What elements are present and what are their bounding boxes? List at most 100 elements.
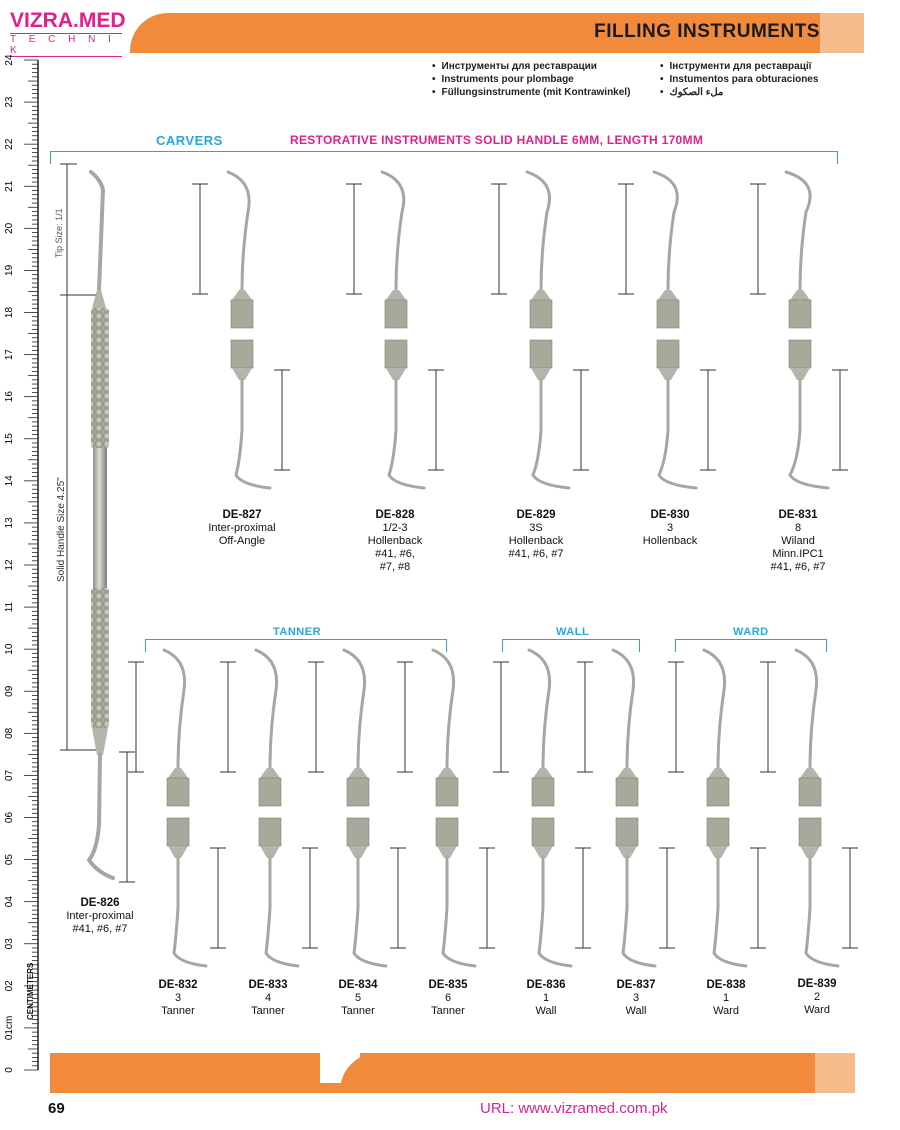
product-code: DE-835 <box>428 979 468 991</box>
instrument-handle-end <box>384 339 408 369</box>
instrument-caption-de-835: DE-835 6 Tanner <box>403 979 493 1018</box>
instrument-handle-end <box>346 777 370 807</box>
language-line: Instruments pour plombage <box>432 73 630 86</box>
product-detail: Ward <box>713 1005 739 1017</box>
instrument-caption-de-836: DE-836 1 Wall <box>501 979 591 1018</box>
ruler-label: 20 <box>4 222 15 234</box>
website-url: URL: www.vizramed.com.pk <box>480 1100 668 1117</box>
ruler-label: 04 <box>4 896 15 908</box>
ruler-label: 17 <box>4 349 15 361</box>
ruler-label: 02 <box>4 980 15 992</box>
product-detail: #41, #6, #7 <box>770 561 826 573</box>
instrument-handle-end <box>435 817 459 847</box>
product-code: DE-838 <box>706 979 746 991</box>
instrument-handle-end <box>230 299 254 329</box>
carvers-bracket <box>50 151 838 164</box>
footer-band-right <box>340 1053 815 1093</box>
product-detail: 3 <box>632 992 640 1004</box>
instrument-caption-de-838: DE-838 1 Ward <box>681 979 771 1018</box>
instrument-cone <box>790 290 810 300</box>
instrument-handle-end <box>798 817 822 847</box>
ruler-label: 14 <box>4 475 15 487</box>
ruler-label: 06 <box>4 812 15 824</box>
instrument-tip <box>234 378 272 490</box>
product-detail: 5 <box>354 992 362 1004</box>
instrument-tip <box>254 648 279 770</box>
instrument-handle-end <box>706 777 730 807</box>
product-detail: Wall <box>535 1005 557 1017</box>
product-detail: 1 <box>722 992 730 1004</box>
instrument-cone <box>437 768 457 778</box>
instrument-tip <box>657 378 698 490</box>
product-code: DE-826 <box>80 897 120 909</box>
ruler-label: 0 <box>4 1067 15 1073</box>
product-detail: Tanner <box>251 1005 285 1017</box>
product-code: DE-827 <box>222 509 262 521</box>
product-detail: Tanner <box>341 1005 375 1017</box>
instrument-caption-de-828: DE-828 1/2-3 Hollenback #41, #6, #7, #8 <box>350 509 440 574</box>
instrument-handle-end <box>615 817 639 847</box>
instrument-cone <box>531 290 551 300</box>
instrument-handle-end <box>346 817 370 847</box>
instrument-cone <box>800 768 820 778</box>
ruler-label: 15 <box>4 433 15 445</box>
instrument-cone <box>260 846 280 858</box>
product-detail: Ward <box>804 1004 830 1016</box>
section-label-carvers: CARVERS <box>152 133 227 148</box>
instrument-handle-end <box>798 777 822 807</box>
instrument-handle-end <box>258 777 282 807</box>
instrument-tip <box>788 378 830 490</box>
instrument-cone <box>232 290 252 300</box>
ruler-label: 12 <box>4 559 15 571</box>
ruler-label: 24 <box>4 55 15 66</box>
instrument-cone <box>658 368 678 380</box>
instrument-cone <box>658 290 678 300</box>
product-detail: Hollenback <box>642 535 698 547</box>
section-label-ward: WARD <box>730 626 772 638</box>
product-code: DE-837 <box>616 979 656 991</box>
instrument-caption-de-830: DE-830 3 Hollenback <box>625 509 715 548</box>
product-detail: 2 <box>813 991 821 1003</box>
instrument-caption-de-827: DE-827 Inter-proximal Off-Angle <box>197 509 287 548</box>
instrument-tip <box>342 648 367 770</box>
instrument-tip <box>380 170 406 292</box>
ruler-label: 11 <box>4 601 15 612</box>
product-code: DE-839 <box>797 978 837 990</box>
main-instrument-illustration <box>60 163 135 883</box>
product-detail: 6 <box>444 992 452 1004</box>
product-detail: 3 <box>174 992 182 1004</box>
instrument-tip <box>352 856 388 968</box>
instrument-tip <box>611 648 636 770</box>
instrument-tip <box>537 856 573 968</box>
language-line: Инструменты для реставрации <box>432 60 630 73</box>
instrument-handle-end <box>788 299 812 329</box>
language-line: Instumentos para obturaciones <box>660 73 819 86</box>
ward-bracket <box>675 639 827 652</box>
language-list-right: Інструменти для реставрації Instumentos … <box>660 60 819 99</box>
instrument-caption-de-831: DE-831 8 Wiland Minn.IPC1 #41, #6, #7 <box>753 509 843 574</box>
instrument-handle-end <box>384 299 408 329</box>
language-line: Füllungsinstrumente (mit Kontrawinkel) <box>432 86 631 99</box>
ruler-label: 07 <box>4 769 15 781</box>
instrument-tip <box>226 170 251 292</box>
instrument-handle-end <box>230 339 254 369</box>
section-label-wall: WALL <box>553 626 593 638</box>
section-label-tanner: TANNER <box>270 626 325 638</box>
instrument-cone <box>348 768 368 778</box>
instrument-cone <box>617 768 637 778</box>
product-detail: 8 <box>794 522 802 534</box>
instrument-cone <box>260 768 280 778</box>
instrument-tip <box>621 856 657 968</box>
ruler-label: 19 <box>4 264 15 276</box>
company-logo: VIZRA.MED T E C H N I K <box>10 10 130 57</box>
instrument-tip <box>794 648 819 770</box>
product-detail: 1/2-3 <box>382 522 408 534</box>
tanner-bracket <box>145 639 447 652</box>
header-band <box>130 13 845 53</box>
instrument-tip <box>441 856 477 968</box>
instrument-caption-de-826: DE-826 Inter-proximal #41, #6, #7 <box>55 897 145 936</box>
instrument-tip <box>162 648 187 770</box>
instrument-cone <box>617 846 637 858</box>
product-detail: Hollenback <box>508 535 564 547</box>
